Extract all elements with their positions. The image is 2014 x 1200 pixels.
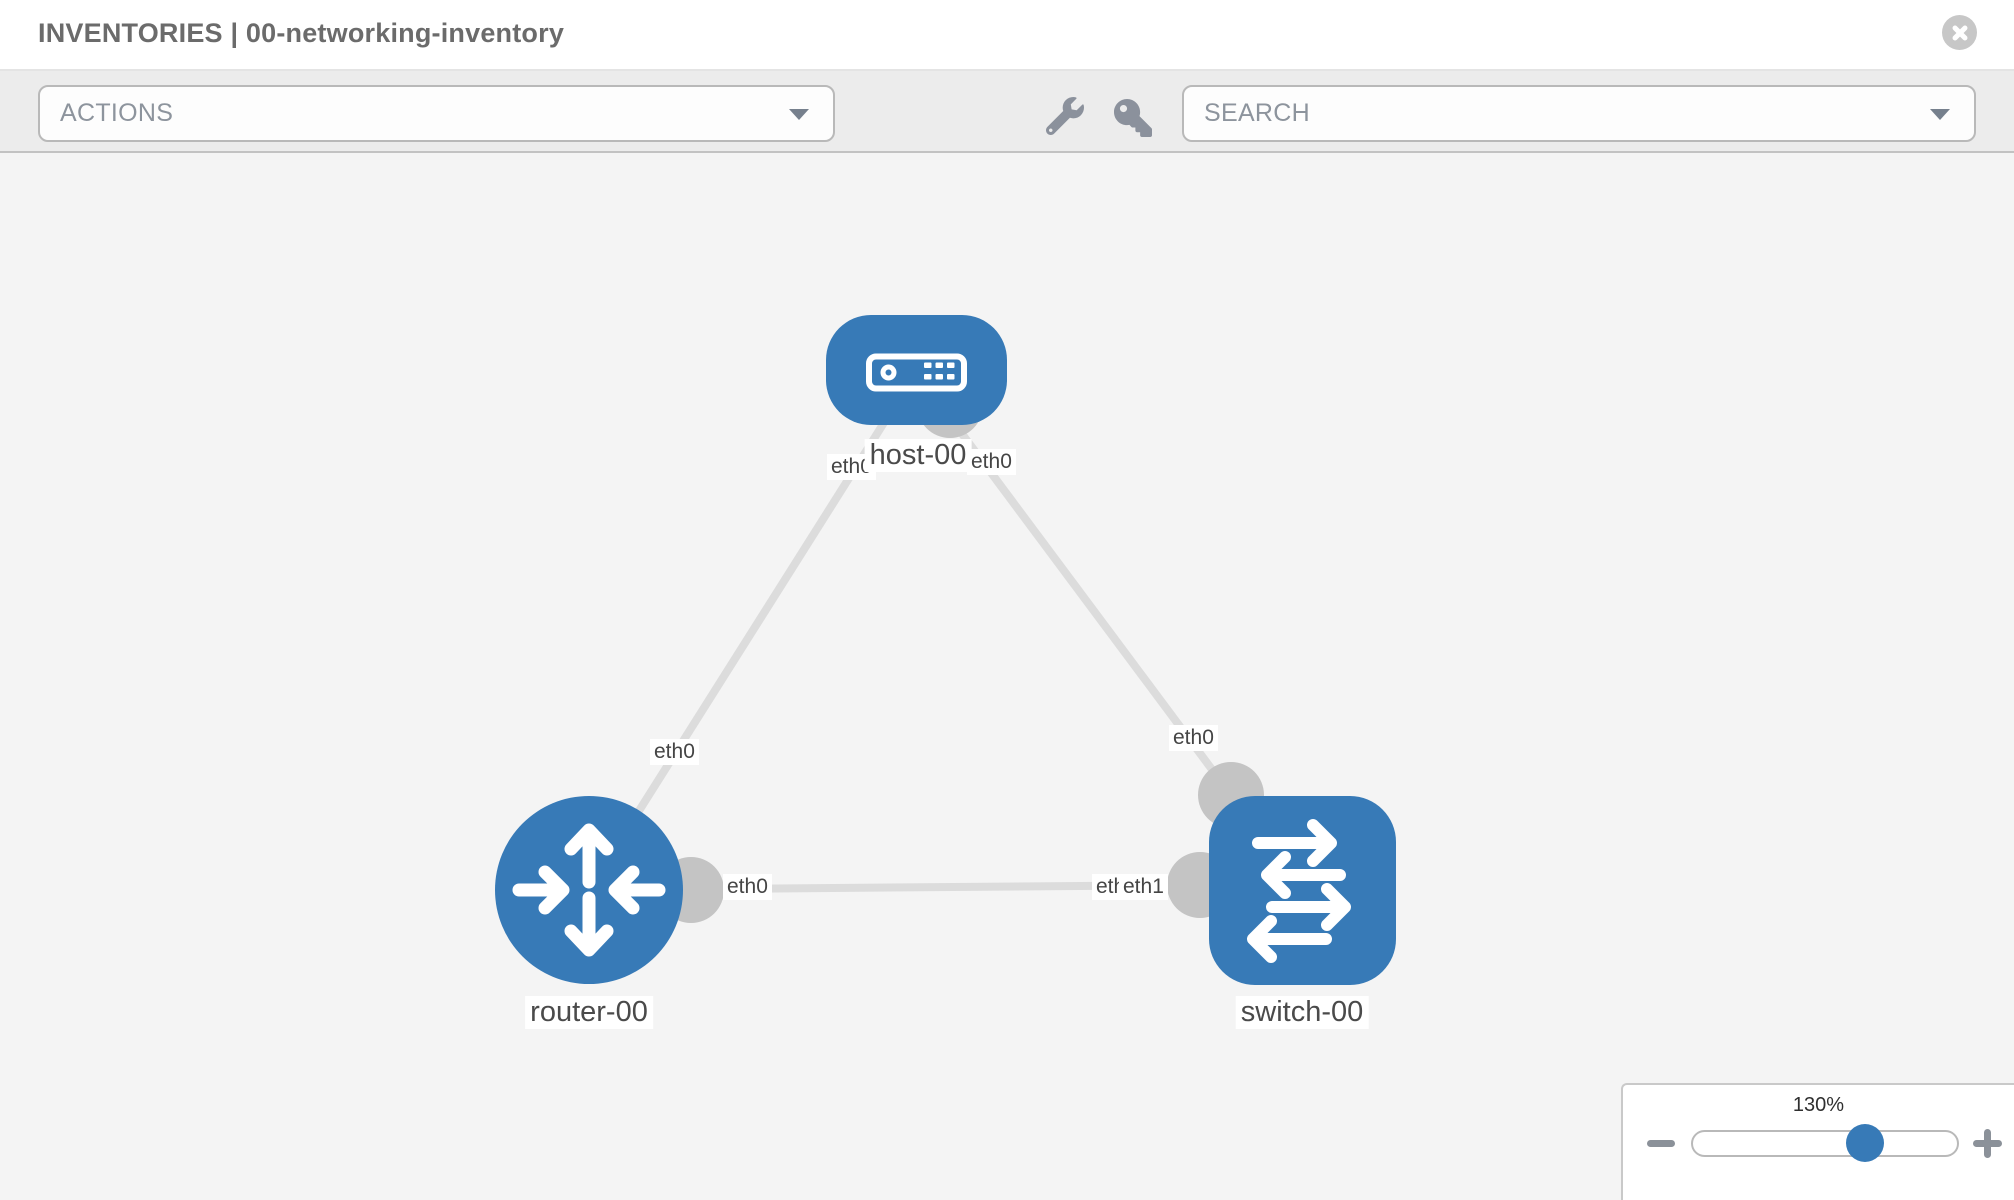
zoom-value: 130% <box>1792 1094 1845 1116</box>
node-label-host: host-00 <box>864 439 972 472</box>
zoom-in-button[interactable] <box>1973 1129 2002 1158</box>
close-icon <box>1950 23 1969 42</box>
switch-icon <box>1247 819 1351 963</box>
zoom-out-button[interactable] <box>1647 1140 1675 1147</box>
node-label-switch: switch-00 <box>1235 996 1369 1029</box>
zoom-slider-thumb[interactable] <box>1846 1124 1884 1162</box>
node-label-router: router-00 <box>525 996 653 1029</box>
search-input[interactable] <box>1184 87 1974 140</box>
chevron-down-icon <box>789 108 809 120</box>
page-title: INVENTORIES | 00-networking-inventory <box>38 18 565 48</box>
toolbar: ACTIONS <box>0 71 2014 153</box>
zoom-panel: 130% <box>1621 1083 2014 1200</box>
router-node[interactable] <box>495 796 683 984</box>
key-icon-button[interactable] <box>1114 99 1152 137</box>
chevron-down-icon[interactable] <box>1930 108 1950 120</box>
zoom-slider[interactable] <box>1691 1124 1959 1162</box>
interface-label: eth0 <box>650 739 699 765</box>
switch-node[interactable] <box>1209 796 1396 985</box>
wrench-icon-button[interactable] <box>1046 97 1084 135</box>
topology-canvas[interactable]: eth0 eth0 eth0 eth0 eth0 eth0 eth1 host-… <box>0 153 2014 1200</box>
interface-label: eth0 <box>723 874 772 900</box>
router-icon <box>512 823 666 957</box>
host-node[interactable] <box>826 315 1007 425</box>
interface-label: eth1 <box>1119 874 1168 900</box>
actions-dropdown[interactable]: ACTIONS <box>38 85 835 142</box>
close-button[interactable] <box>1942 15 1977 50</box>
titlebar: INVENTORIES | 00-networking-inventory <box>0 0 2014 71</box>
actions-dropdown-label: ACTIONS <box>60 99 174 127</box>
interface-label: eth0 <box>967 449 1016 475</box>
search-dropdown <box>1182 85 1976 142</box>
server-icon <box>866 353 967 392</box>
interface-label: eth0 <box>1169 725 1218 751</box>
